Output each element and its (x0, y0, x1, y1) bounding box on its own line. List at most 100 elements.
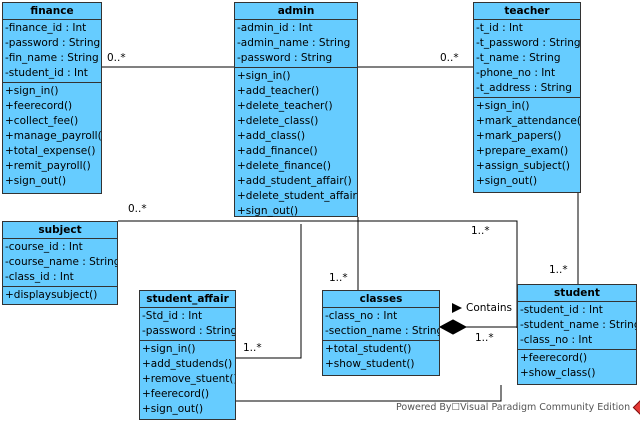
assoc-admin-student-affair (236, 224, 302, 359)
multiplicity-student-teacher: 1..* (549, 264, 568, 276)
operation: +mark_attendance() (476, 115, 580, 127)
operation: +sign_out() (5, 175, 67, 187)
operation: +manage_payroll() (5, 130, 101, 142)
attribute: -class_no : Int (520, 334, 593, 346)
operation: +sign_out() (237, 205, 299, 217)
footer-watermark: Powered By☐Visual Paradigm Community Edi… (396, 399, 640, 416)
operation: +delete_teacher() (237, 100, 333, 112)
operation: +sign_in() (237, 70, 291, 82)
attributes-section: -Std_id : Int -password : String (140, 308, 235, 341)
attribute: -password : String (142, 325, 235, 337)
operation: +prepare_exam() (476, 145, 569, 157)
class-student[interactable]: student -student_id : Int -student_name … (517, 284, 637, 385)
operation: +feerecord() (142, 388, 210, 400)
operations-section: +sign_in() +mark_attendance() +mark_pape… (474, 98, 580, 190)
class-name: classes (323, 291, 439, 308)
operation: +show_class() (520, 367, 596, 379)
attribute: -student_id : Int (520, 304, 603, 316)
attribute: -t_address : String (476, 82, 572, 94)
class-name: admin (235, 3, 357, 20)
class-teacher[interactable]: teacher -t_id : Int -t_password : String… (473, 2, 581, 193)
attribute: -t_password : String (476, 37, 580, 49)
operation: +collect_fee() (5, 115, 79, 127)
multiplicity-finance-admin: 0..* (107, 52, 126, 64)
class-finance[interactable]: finance -finance_id : Int -password : St… (2, 2, 102, 194)
class-student-affair[interactable]: student_affair -Std_id : Int -password :… (139, 290, 236, 420)
operation: +delete_class() (237, 115, 319, 127)
operations-section: +sign_in() +feerecord() +collect_fee() +… (3, 83, 101, 190)
multiplicity-teacher-admin: 0..* (440, 52, 459, 64)
class-classes[interactable]: classes -class_no : Int -section_name : … (322, 290, 440, 376)
attribute: -t_id : Int (476, 22, 523, 34)
operations-section: +sign_in() +add_teacher() +delete_teache… (235, 68, 357, 220)
operation: +sign_in() (142, 343, 196, 355)
assoc-student-affair-student (236, 385, 502, 402)
operation: +sign_in() (476, 100, 530, 112)
operation: +add_finance() (237, 145, 318, 157)
association-label-contains: Contains (452, 302, 512, 314)
attribute: -section_name : String (325, 325, 439, 337)
attributes-section: -t_id : Int -t_password : String -t_name… (474, 20, 580, 98)
attribute: -admin_id : Int (237, 22, 313, 34)
operations-section: +displaysubject() (3, 287, 117, 304)
operation: +total_student() (325, 343, 412, 355)
operation: +remit_payroll() (5, 160, 91, 172)
attribute: -course_name : String (5, 256, 117, 268)
class-name: student_affair (140, 291, 235, 308)
class-name: finance (3, 3, 101, 20)
multiplicity-student-affair-admin: 1..* (243, 342, 262, 354)
footer-text: Powered By☐Visual Paradigm Community Edi… (396, 402, 631, 413)
operation: +feerecord() (5, 100, 73, 112)
visual-paradigm-logo-icon (632, 399, 640, 416)
operation: +show_student() (325, 358, 415, 370)
attribute: -t_name : String (476, 52, 561, 64)
attribute: -finance_id : Int (5, 22, 87, 34)
class-subject[interactable]: subject -course_id : Int -course_name : … (2, 221, 118, 305)
operation: +mark_papers() (476, 130, 562, 142)
attribute: -student_name : String (520, 319, 636, 331)
attribute: -password : String (5, 37, 101, 49)
attribute: -phone_no : Int (476, 67, 556, 79)
attribute: -class_id : Int (5, 271, 74, 283)
attributes-section: -admin_id : Int -admin_name : String -pa… (235, 20, 357, 68)
operation: +delete_student_affair() (237, 190, 357, 202)
multiplicity-subject-admin: 0..* (128, 203, 147, 215)
operation: +assign_subject() (476, 160, 570, 172)
attributes-section: -finance_id : Int -password : String -fi… (3, 20, 101, 83)
operations-section: +feerecord() +show_class() (518, 350, 636, 382)
class-admin[interactable]: admin -admin_id : Int -admin_name : Stri… (234, 2, 358, 217)
direction-arrow-icon (452, 303, 462, 313)
attributes-section: -course_id : Int -course_name : String -… (3, 239, 117, 287)
class-name: student (518, 285, 636, 302)
attributes-section: -student_id : Int -student_name : String… (518, 302, 636, 350)
operation: +sign_in() (5, 85, 59, 97)
operations-section: +total_student() +show_student() (323, 341, 439, 373)
operation: +sign_out() (142, 403, 204, 415)
operation: +add_studends() (142, 358, 233, 370)
operation: +add_teacher() (237, 85, 320, 97)
multiplicity-subject-student: 1..* (471, 225, 490, 237)
attribute: -class_no : Int (325, 310, 398, 322)
operation: +feerecord() (520, 352, 588, 364)
attribute: -password : String (237, 52, 333, 64)
attribute: -fin_name : String (5, 52, 99, 64)
attribute: -course_id : Int (5, 241, 83, 253)
operation: +sign_out() (476, 175, 538, 187)
multiplicity-classes-admin: 1..* (329, 272, 348, 284)
association-name: Contains (466, 302, 513, 314)
operation: +add_student_affair() (237, 175, 352, 187)
class-name: subject (3, 222, 117, 239)
attribute: -Std_id : Int (142, 310, 203, 322)
attribute: -student_id : Int (5, 67, 88, 79)
attribute: -admin_name : String (237, 37, 351, 49)
operation: +remove_stuent() (142, 373, 235, 385)
attributes-section: -class_no : Int -section_name : String (323, 308, 439, 341)
operation: +displaysubject() (5, 289, 98, 301)
operation: +delete_finance() (237, 160, 331, 172)
operations-section: +sign_in() +add_studends() +remove_stuen… (140, 341, 235, 418)
composition-diamond (438, 319, 468, 335)
operation: +add_class() (237, 130, 306, 142)
multiplicity-classes-student: 1..* (475, 332, 494, 344)
